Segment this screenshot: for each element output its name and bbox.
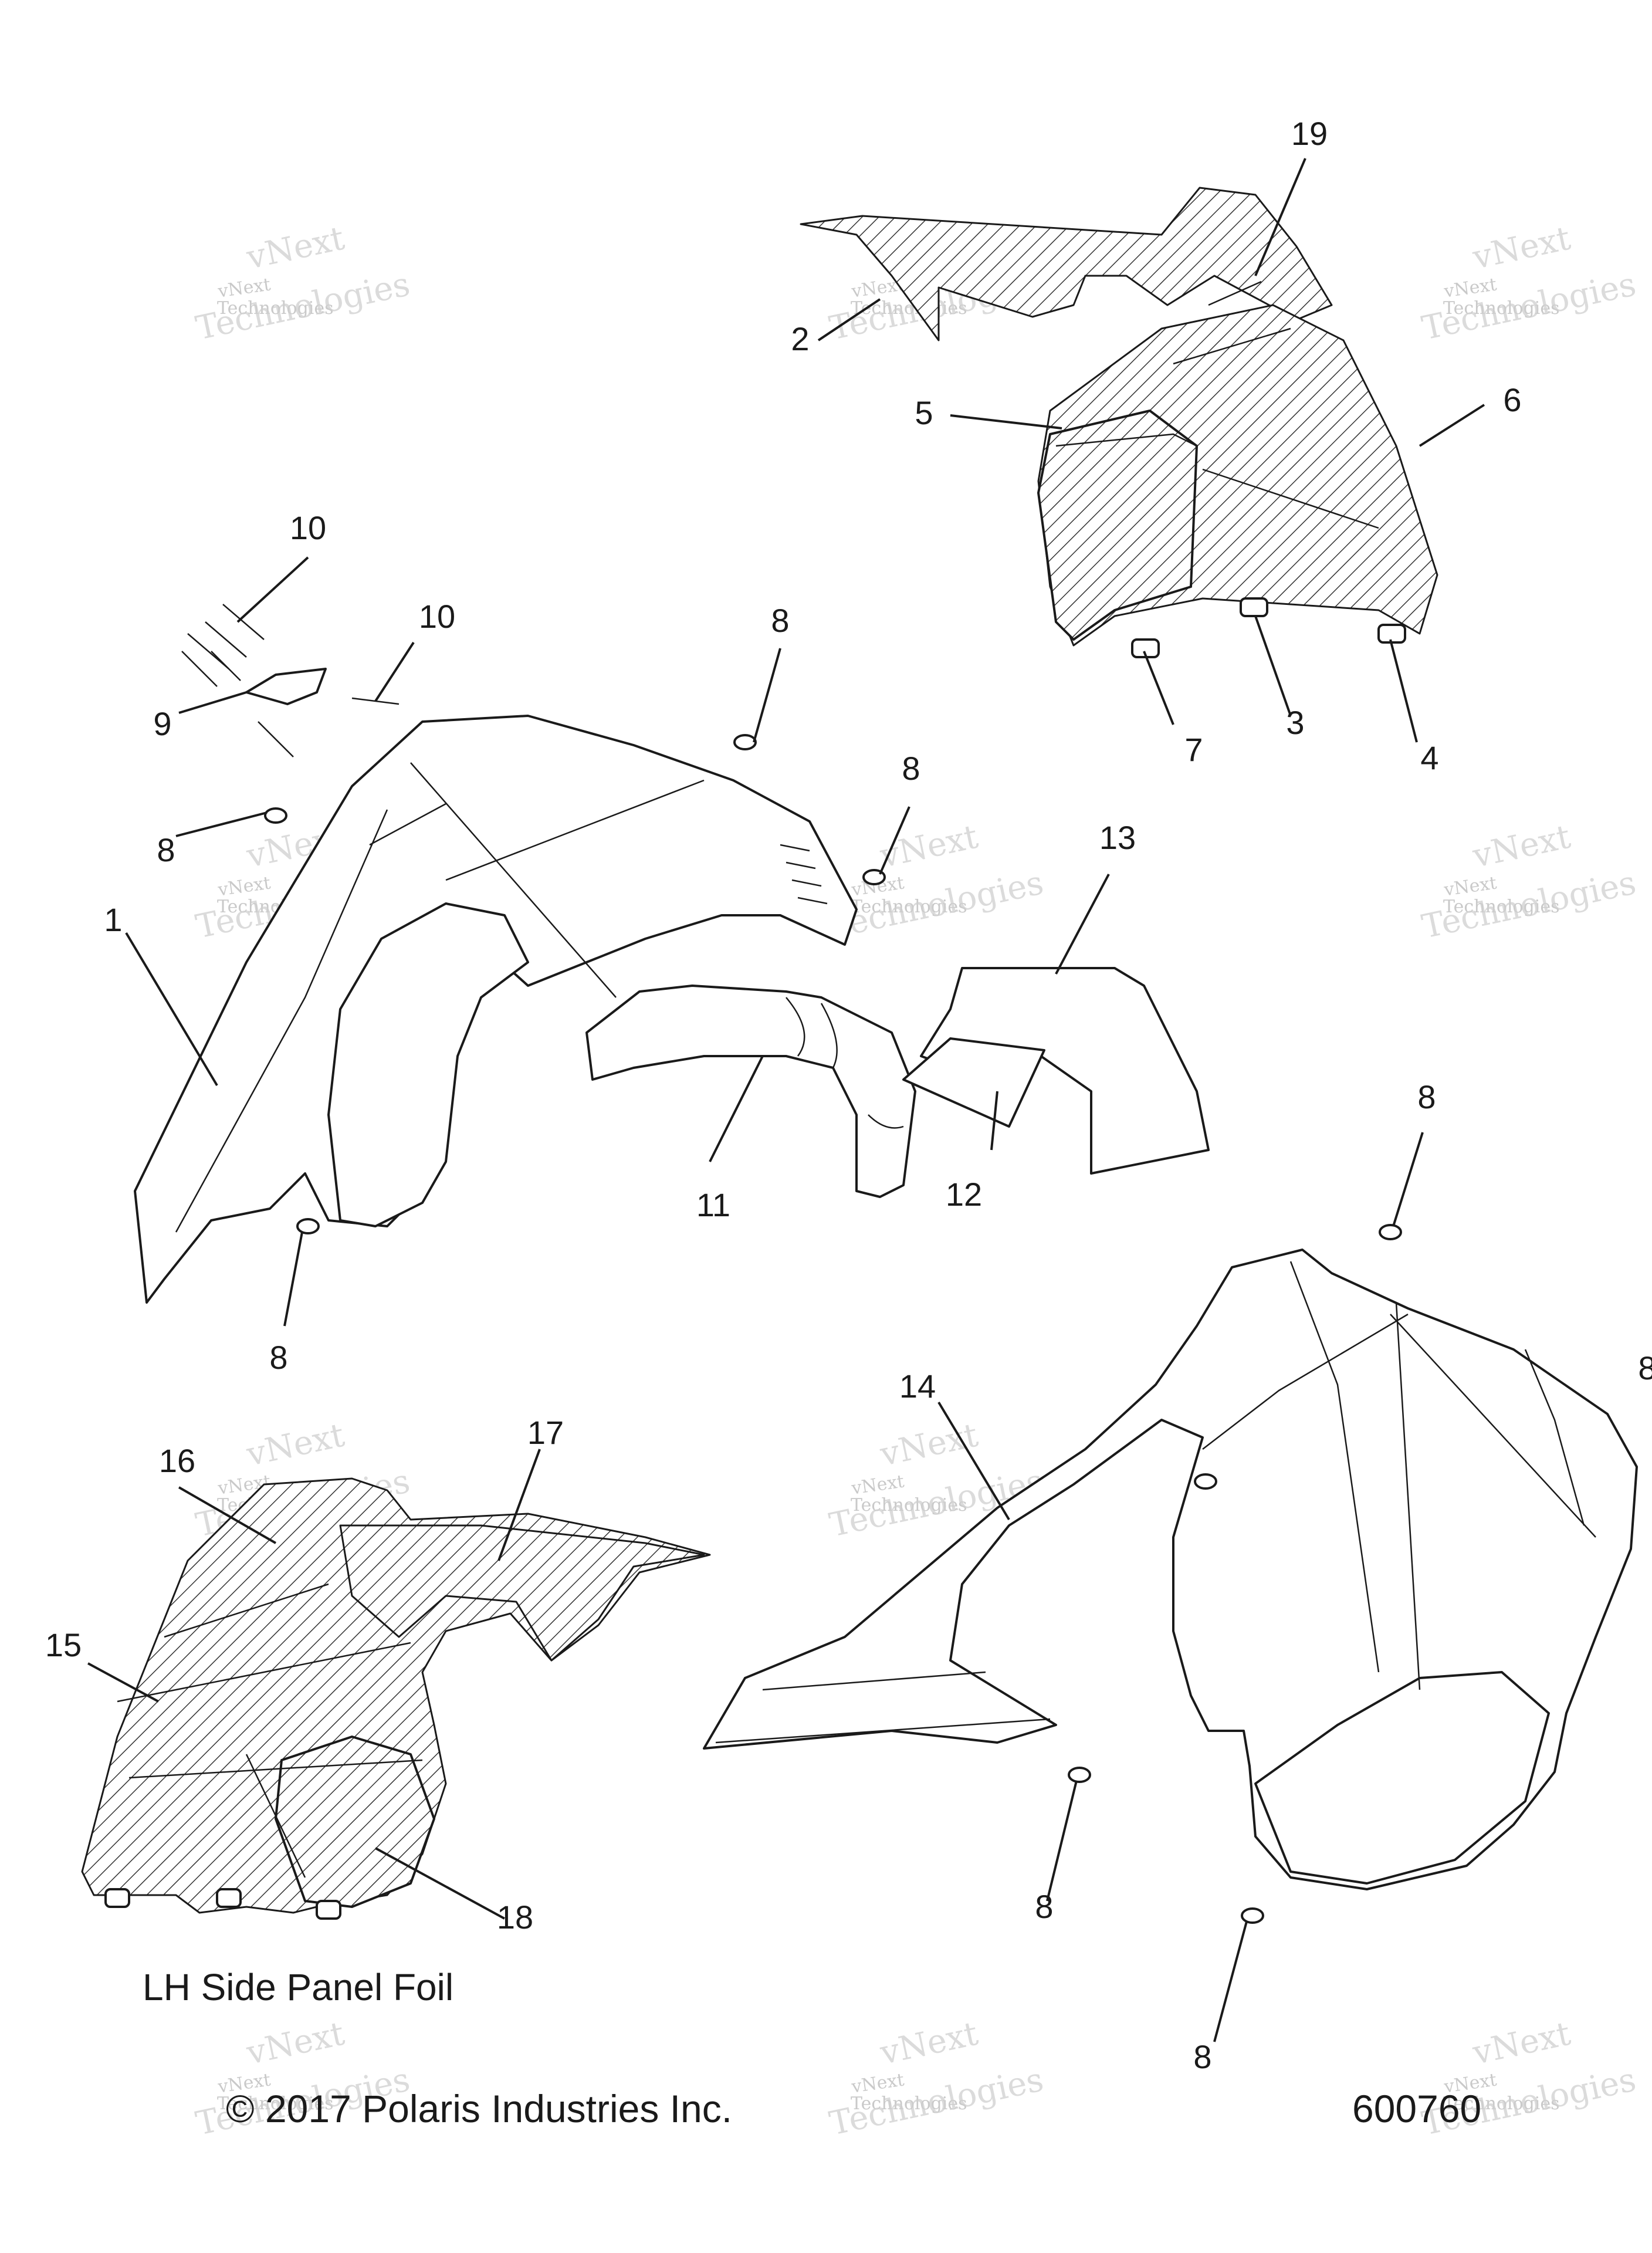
lh-foil-detail-lines [117,1583,423,1878]
lh-panel-foil-group [81,1477,711,1920]
callout-8-g: 8 [1035,1888,1053,1925]
callout-13: 13 [1099,819,1136,856]
svg-text:vNext: vNext [243,2014,348,2072]
lh-foil-tab-a [104,1888,130,1908]
svg-text:vNext: vNext [876,2014,981,2072]
foil-sheets-group [902,967,1210,1175]
svg-text:Technologies: Technologies [851,897,967,917]
duct-part-11 [585,985,916,1198]
watermark-6: vNext vNext Technologies Technologies [1419,817,1639,946]
duct-detail-lines [786,997,904,1129]
lh-foil-tab-c [316,1900,341,1920]
lh-side-panel-inner [1254,1671,1550,1885]
rh-foil-front-part-5 [1037,410,1198,641]
watermark-11: vNext vNext Technologies Technologies [826,2014,1047,2143]
side-panel-inner-scoop [327,902,529,1227]
callout-8-f: 8 [1638,1349,1652,1386]
svg-text:Technologies: Technologies [851,1495,967,1515]
svg-text:vNext: vNext [1469,817,1574,875]
callout-8-h: 8 [1193,2038,1211,2075]
screw-8-bottom [296,1218,320,1234]
callout-3: 3 [1286,704,1304,741]
callout-16: 16 [159,1442,195,1479]
callout-10-b: 10 [419,598,455,635]
callout-10-a: 10 [290,509,326,546]
svg-text:Technologies: Technologies [217,298,334,319]
watermark-1: vNext vNext Technologies Technologies [192,219,413,347]
callout-12: 12 [946,1176,982,1213]
watermark-8: vNext vNext Technologies Technologies [826,1416,1047,1544]
svg-text:vNext: vNext [243,219,348,277]
svg-text:vNext: vNext [876,1416,981,1474]
svg-text:vNext: vNext [1469,2014,1574,2072]
callout-8-b: 8 [902,750,920,787]
callout-2: 2 [791,320,809,357]
rh-foil-tab-3 [1240,597,1268,617]
svg-text:Technologies: Technologies [851,298,967,319]
svg-text:Technologies: Technologies [851,2093,967,2114]
svg-text:Technologies: Technologies [1443,2093,1560,2114]
callout-9: 9 [153,705,171,742]
svg-text:Technologies: Technologies [826,864,1047,946]
lh-side-panel-foil-caption: LH Side Panel Foil [143,1966,454,2008]
callout-8-d: 8 [269,1339,287,1376]
lh-side-panel-detail-lines [715,1261,1596,1744]
svg-text:vNext: vNext [243,1416,348,1474]
callout-11: 11 [696,1186,730,1223]
diagram-number: 600760 [1352,2087,1482,2130]
callout-8-c: 8 [157,831,175,868]
callout-17: 17 [527,1414,564,1451]
watermark-3: vNext vNext Technologies Technologies [1419,219,1639,347]
side-panel-part-1 [134,715,858,1304]
side-panel-detail-lines [175,762,705,1233]
foil-part-12 [902,1037,1045,1128]
screw-8-panel-top [1379,1224,1402,1240]
leader-lines [87,158,1485,2042]
svg-text:Technologies: Technologies [217,2093,334,2114]
lh-foil-part-18 [275,1736,435,1908]
screw-8-left [264,807,287,824]
screw-8-panel-mid [1068,1767,1091,1783]
copyright-notice: © 2017 Polaris Industries Inc. [226,2087,733,2130]
lh-foil-tab-b [216,1888,242,1908]
screw-8-panel-low [1241,1907,1264,1924]
callout-19: 19 [1291,115,1328,152]
svg-text:vNext: vNext [1469,219,1574,277]
rh-foil-tab-4 [1377,624,1406,644]
callout-1: 1 [104,901,122,938]
svg-text:Technologies: Technologies [1443,897,1560,917]
watermark-5: vNext vNext Technologies Technologies [826,817,1047,946]
rh-foil-upper-part-2 [800,187,1333,341]
svg-text:Technologies: Technologies [192,265,413,348]
callout-5: 5 [915,394,933,431]
callout-14: 14 [899,1368,936,1405]
side-panel-vent-slats [780,844,828,905]
rh-panel-foil-group [800,187,1438,658]
rivets-part-10 [181,604,400,757]
svg-text:Technologies: Technologies [1443,298,1560,319]
foil-part-13 [920,967,1210,1175]
svg-text:Technologies: Technologies [1419,265,1639,348]
callout-7: 7 [1184,731,1203,768]
lh-side-panel-group [703,1224,1638,1924]
side-panel-group [134,604,916,1304]
screw-8-top [733,734,757,750]
clip-part-9 [245,668,327,705]
svg-text:Technologies: Technologies [826,2061,1047,2143]
svg-text:Technologies: Technologies [1419,864,1639,946]
lh-foil-part-17 [339,1524,705,1662]
callout-8-e: 8 [1417,1078,1436,1115]
screw-8-panel-upper [1194,1473,1217,1490]
callout-18: 18 [497,1899,533,1936]
rh-foil-detail-lines [1055,280,1379,529]
callout-4: 4 [1420,739,1438,776]
callout-15: 15 [45,1626,82,1663]
callout-8-a: 8 [771,602,789,639]
screws-part-8-side [264,734,886,1234]
callout-6: 6 [1503,381,1521,418]
callout-labels: 19 2 5 6 7 3 4 10 10 9 8 8 8 1 13 12 11 … [45,115,1652,2075]
